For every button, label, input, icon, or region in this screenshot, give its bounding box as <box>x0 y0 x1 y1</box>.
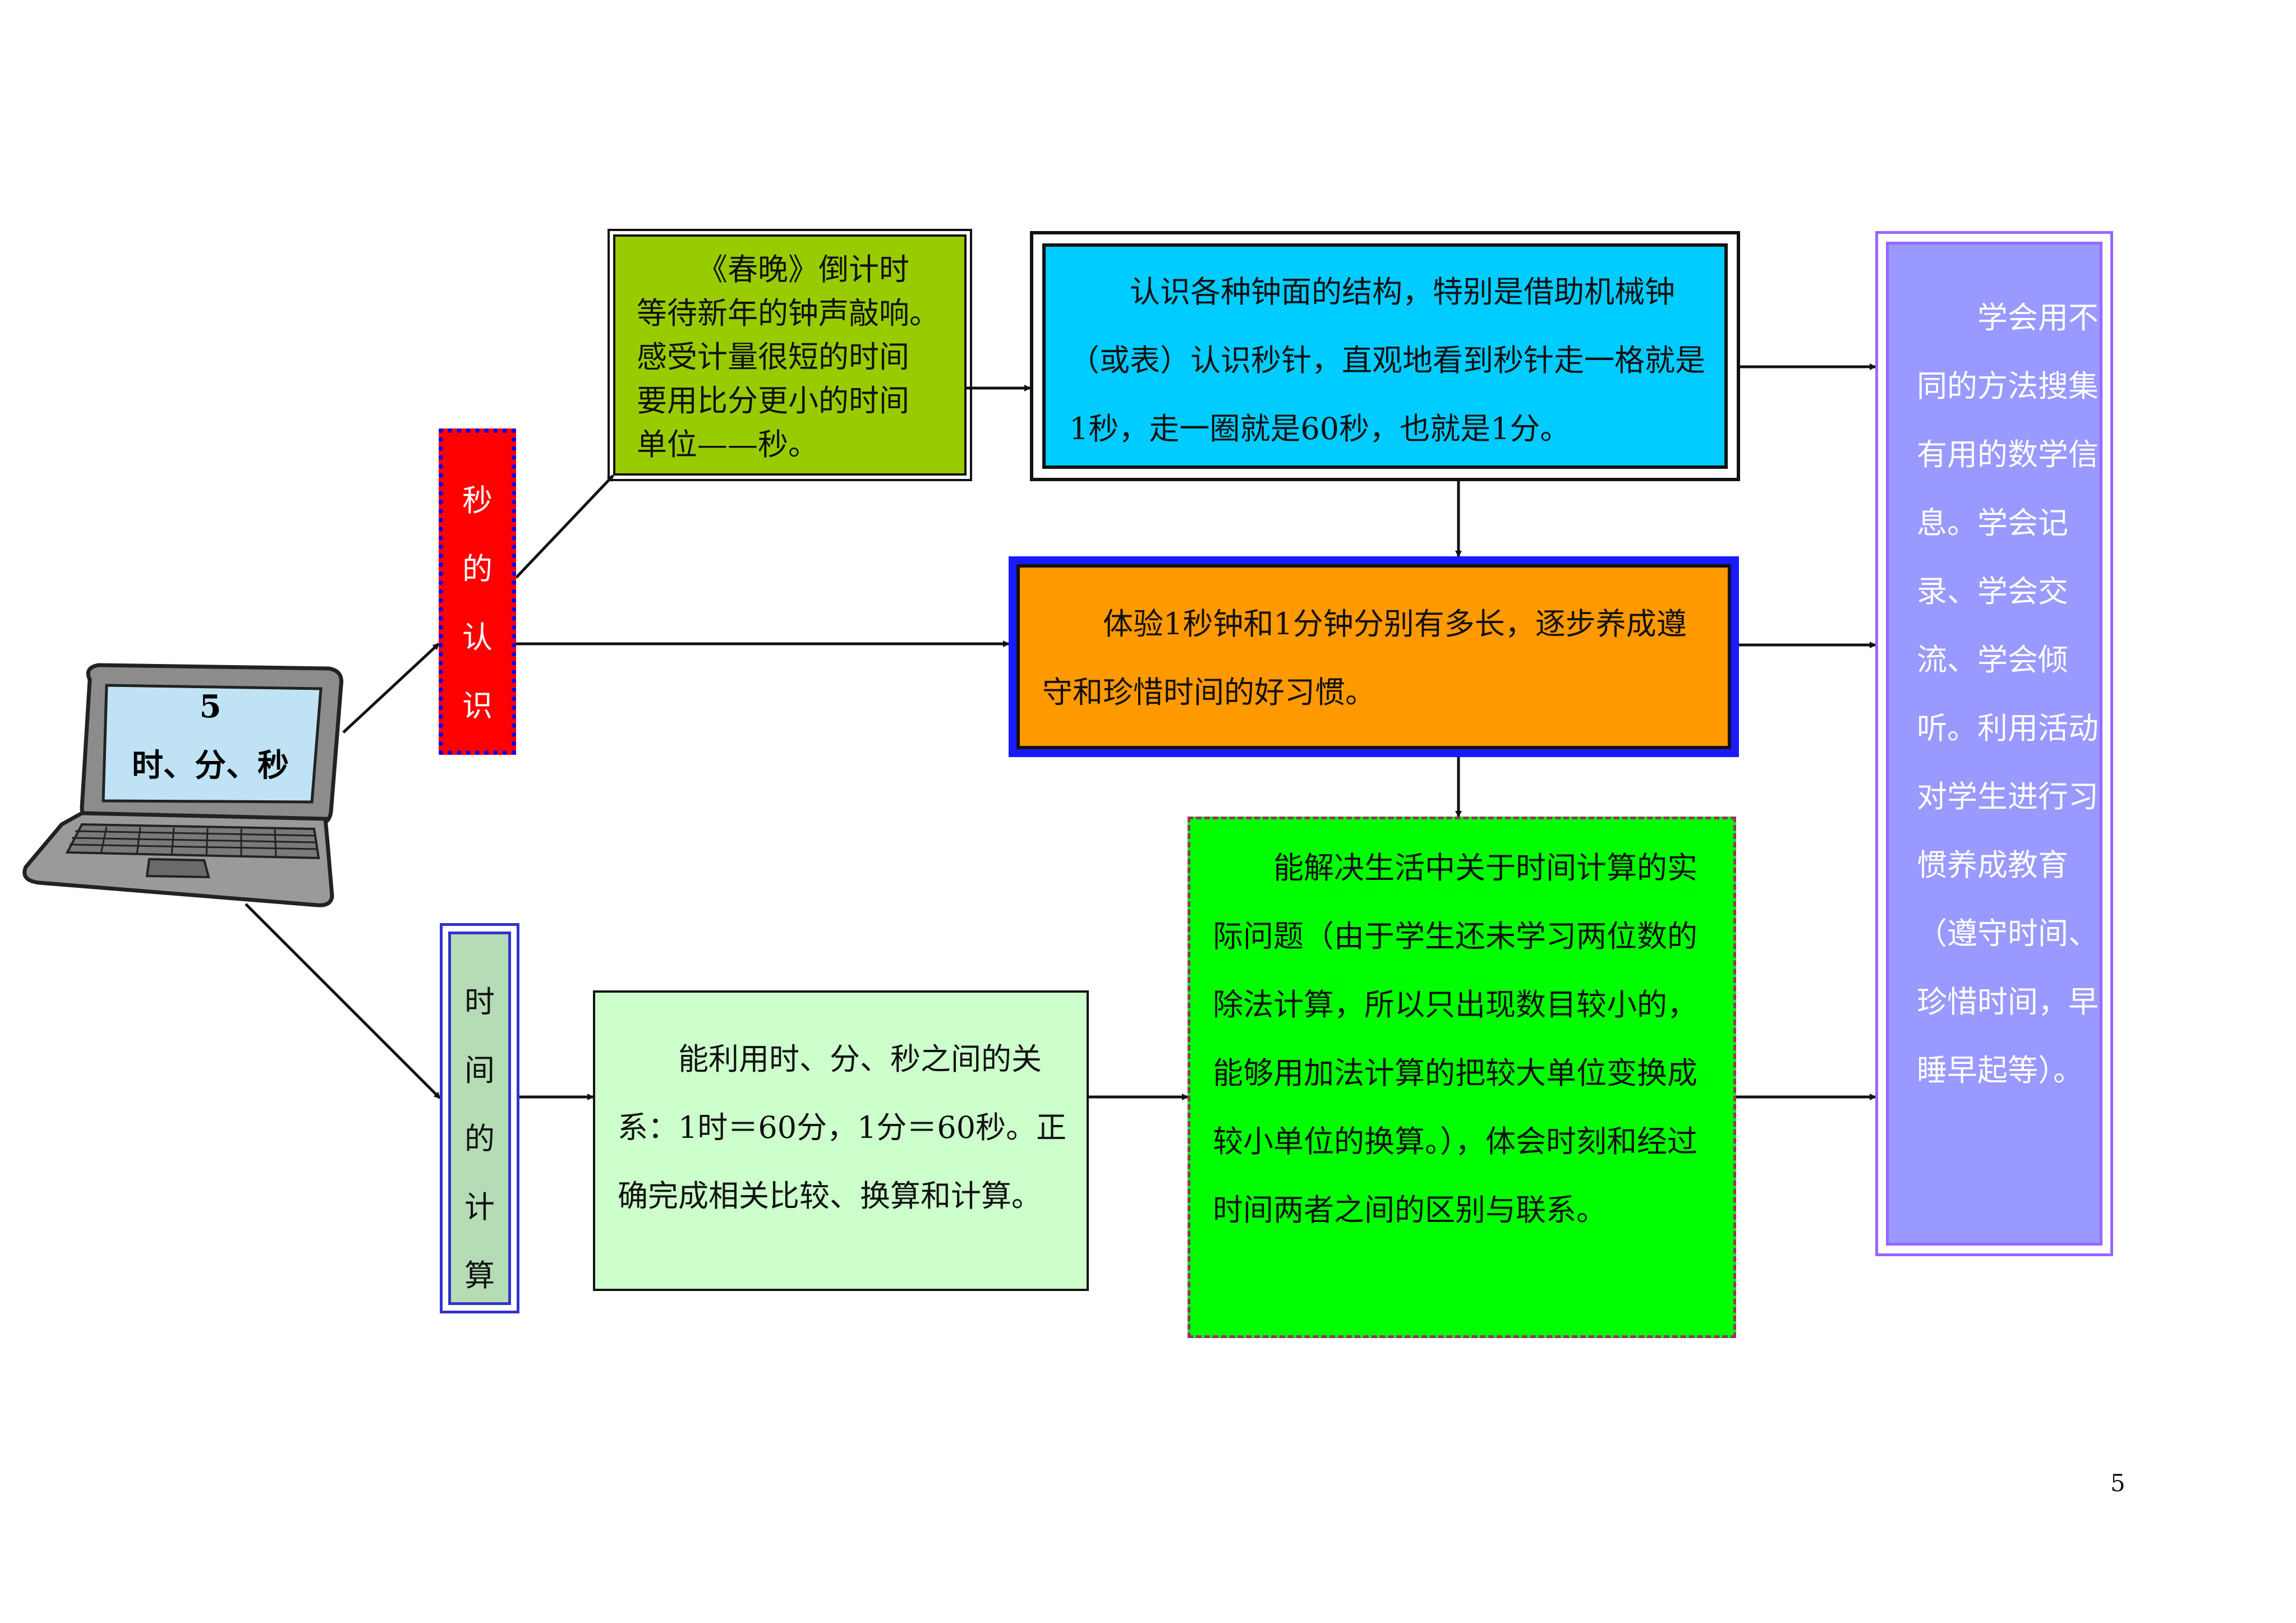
char: 算 <box>464 1258 495 1293</box>
arrow-second-to-chunwan <box>515 474 614 579</box>
node-chunwan-countdown: 《春晚》倒计时 等待新年的钟声敲响。 感受计量很短的时间 要用比分更小的时间 单… <box>608 229 972 481</box>
learning-habits-text: 学会用不同的方法搜集有用的数学信息。学会记录、学会交流、学会倾听。利用活动对学生… <box>1917 300 2099 1088</box>
chunwan-text: 《春晚》倒计时 等待新年的钟声敲响。 感受计量很短的时间 要用比分更小的时间 单… <box>637 248 951 467</box>
text-line: 单位——秒。 <box>637 427 818 462</box>
char: 计 <box>464 1189 495 1225</box>
arrow-laptop-to-second <box>342 643 440 734</box>
node-second-recognition: 秒 的 认 识 <box>439 428 516 755</box>
node-relation: 能利用时、分、秒之间的关系：1时＝60分，1分＝60秒。正确完成相关比较、换算和… <box>593 990 1089 1291</box>
experience-inner: 体验1秒钟和1分钟分别有多长，逐步养成遵守和珍惜时间的好习惯。 <box>1016 564 1731 749</box>
learning-habits-inner: 学会用不同的方法搜集有用的数学信息。学会记录、学会交流、学会倾听。利用活动对学生… <box>1886 242 2102 1246</box>
page-number: 5 <box>2110 1469 2125 1497</box>
node-learning-habits: 学会用不同的方法搜集有用的数学信息。学会记录、学会交流、学会倾听。利用活动对学生… <box>1875 231 2113 1256</box>
arrow-laptop-to-timecalc <box>245 903 441 1099</box>
clock-face-inner: 认识各种钟面的结构，特别是借助机械钟（或表）认识秒针，直观地看到秒针走一格就是1… <box>1042 243 1728 469</box>
char: 的 <box>464 1121 495 1156</box>
node-time-calculation: 时 间 的 计 算 <box>440 923 519 1313</box>
clock-face-text: 认识各种钟面的结构，特别是借助机械钟（或表）认识秒针，直观地看到秒针走一格就是1… <box>1069 274 1705 446</box>
char: 认 <box>462 620 493 655</box>
char: 间 <box>464 1053 495 1088</box>
relation-text: 能利用时、分、秒之间的关系：1时＝60分，1分＝60秒。正确完成相关比较、换算和… <box>618 1041 1067 1214</box>
char: 识 <box>462 688 493 723</box>
text-line: 感受计量很短的时间 <box>637 339 909 375</box>
time-calculation-label: 时 间 的 计 算 <box>451 968 508 1310</box>
laptop-screen-label: 5 时、分、秒 <box>104 679 317 796</box>
experience-text: 体验1秒钟和1分钟分别有多长，逐步养成遵守和珍惜时间的好习惯。 <box>1042 606 1687 710</box>
time-calculation-inner: 时 间 的 计 算 <box>448 932 511 1305</box>
node-clock-face: 认识各种钟面的结构，特别是借助机械钟（或表）认识秒针，直观地看到秒针走一格就是1… <box>1030 231 1740 481</box>
unit-number: 5 <box>199 688 222 725</box>
char: 时 <box>464 984 495 1020</box>
node-solve-problems: 能解决生活中关于时间计算的实际问题（由于学生还未学习两位数的除法计算，所以只出现… <box>1188 817 1736 1338</box>
char: 秒 <box>462 483 493 518</box>
unit-title: 时、分、秒 <box>132 747 289 784</box>
char: 的 <box>462 551 493 587</box>
text-line: 《春晚》倒计时 <box>697 252 909 287</box>
text-line: 等待新年的钟声敲响。 <box>637 296 940 331</box>
second-recognition-label: 秒 的 认 识 <box>443 467 512 740</box>
node-experience: 体验1秒钟和1分钟分别有多长，逐步养成遵守和珍惜时间的好习惯。 <box>1009 556 1739 757</box>
solve-text: 能解决生活中关于时间计算的实际问题（由于学生还未学习两位数的除法计算，所以只出现… <box>1213 850 1697 1228</box>
text-line: 要用比分更小的时间 <box>637 383 909 418</box>
